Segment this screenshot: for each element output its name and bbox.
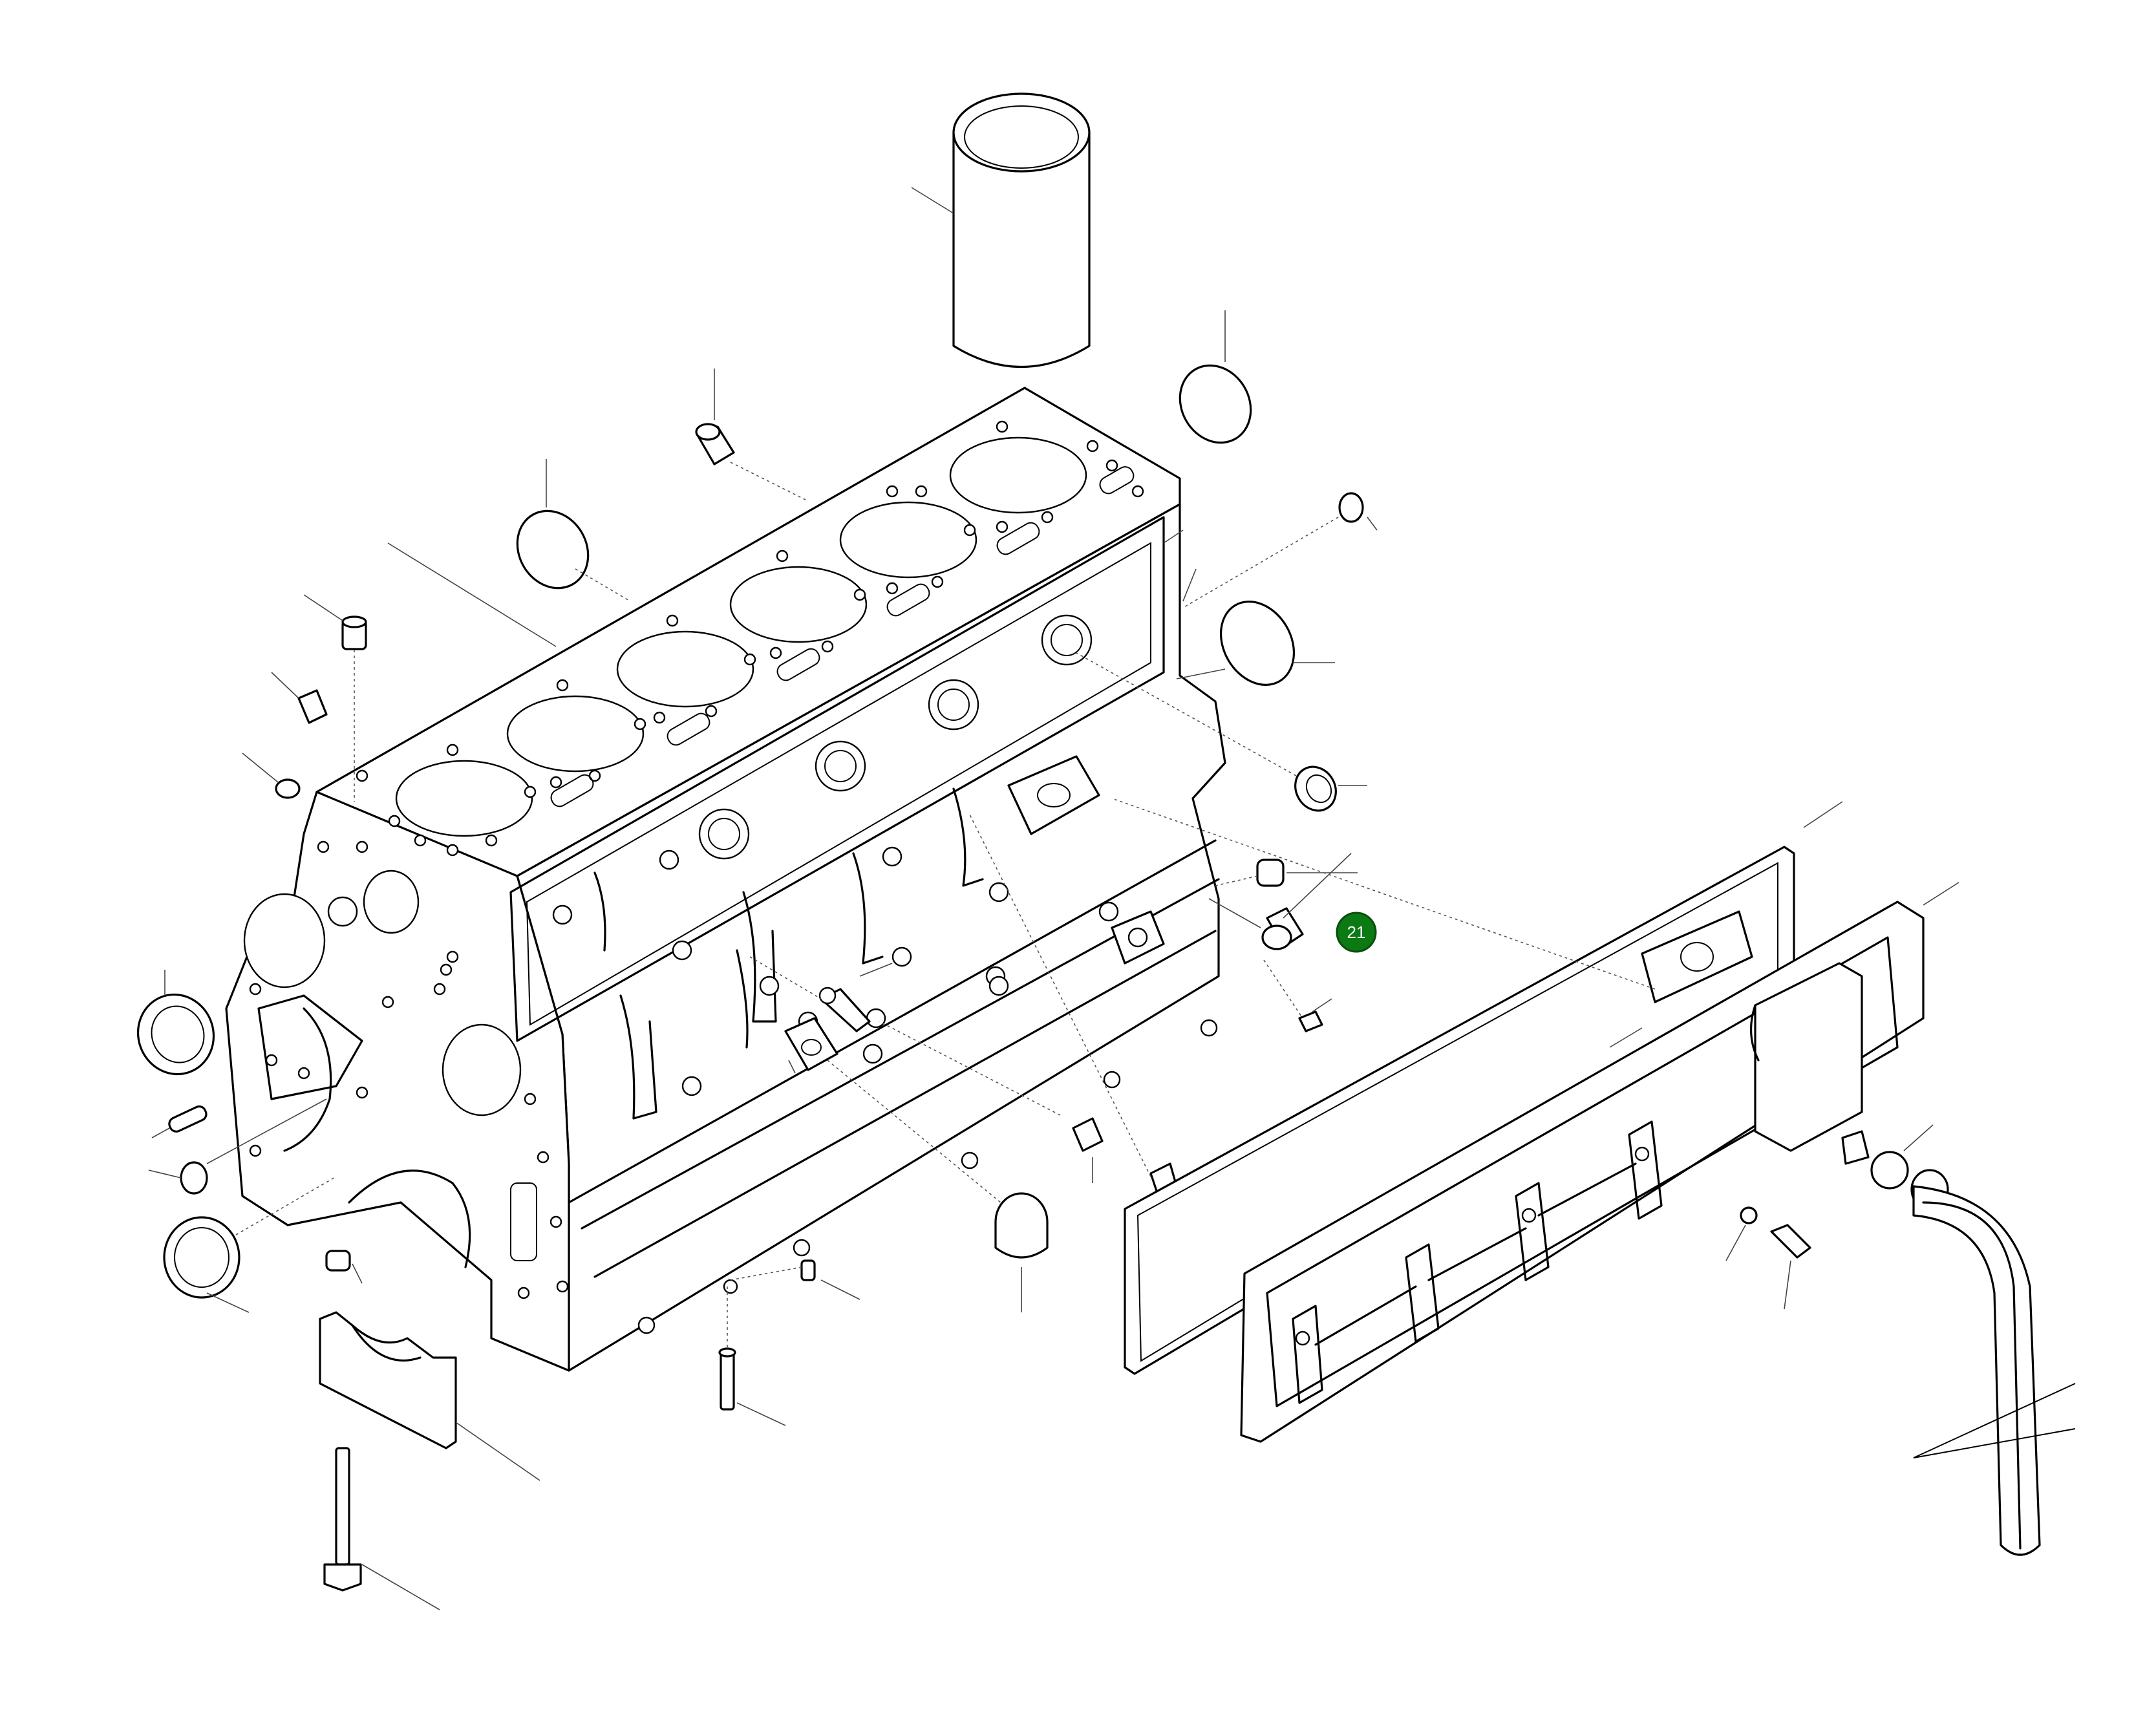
breather-hose <box>1912 1185 2076 1556</box>
pan-rail-holes <box>637 1019 1218 1334</box>
seal-ring-left <box>136 970 215 1076</box>
side-ribs <box>593 787 984 1120</box>
seal-ring-right <box>1076 652 1367 812</box>
pipe-plug-top <box>695 368 809 502</box>
dowel-pin-top-left <box>303 594 367 802</box>
main-bearing-cap <box>319 1311 540 1481</box>
engine-block <box>225 387 1226 1372</box>
dowel-bearing-cap <box>325 1250 363 1284</box>
callout-21-badge[interactable] <box>1336 912 1377 953</box>
sleeve-left <box>148 1161 208 1195</box>
expansion-plug-right <box>1219 601 1335 686</box>
leader-lines <box>206 529 1261 1164</box>
deck-bolt-holes <box>356 420 1144 857</box>
side-cover <box>1111 798 1959 1443</box>
deck-coolant-slots <box>550 466 1135 807</box>
bushing-lower-center <box>994 1192 1049 1312</box>
callout-21[interactable]: 21 <box>1336 912 1377 953</box>
stud-bottom-center <box>718 1287 786 1426</box>
pipe-plug-left-1 <box>271 672 328 724</box>
dowel-pin-left-3 <box>151 1105 208 1138</box>
clamps-and-bolt <box>1725 1124 1949 1310</box>
expansion-plug-top-left <box>516 459 631 602</box>
sensor-probe <box>749 956 871 1032</box>
main-bearing-bolt <box>323 1447 440 1610</box>
cup-plug-right-top <box>1182 492 1378 608</box>
side-bolt-bosses <box>552 846 1119 1096</box>
dowel-left-2 <box>242 753 301 799</box>
bearing-bushing-left <box>163 1176 337 1313</box>
flange-gasket-center <box>784 1017 1009 1210</box>
cylinder-bores <box>395 436 1087 837</box>
callout-21-label: 21 <box>1347 923 1366 942</box>
camshaft-bores <box>698 614 1093 860</box>
dowel-bottom-center <box>730 1259 860 1300</box>
cylinder-liner <box>911 92 1091 368</box>
plug-right-mid <box>1215 859 1358 887</box>
cover-plate-part-21 <box>1261 853 1352 950</box>
front-face-features <box>243 840 569 1299</box>
expansion-plug-top-right <box>1179 310 1252 444</box>
bolt-cover-plate <box>1263 959 1332 1032</box>
drain-plug-center <box>879 1021 1104 1183</box>
